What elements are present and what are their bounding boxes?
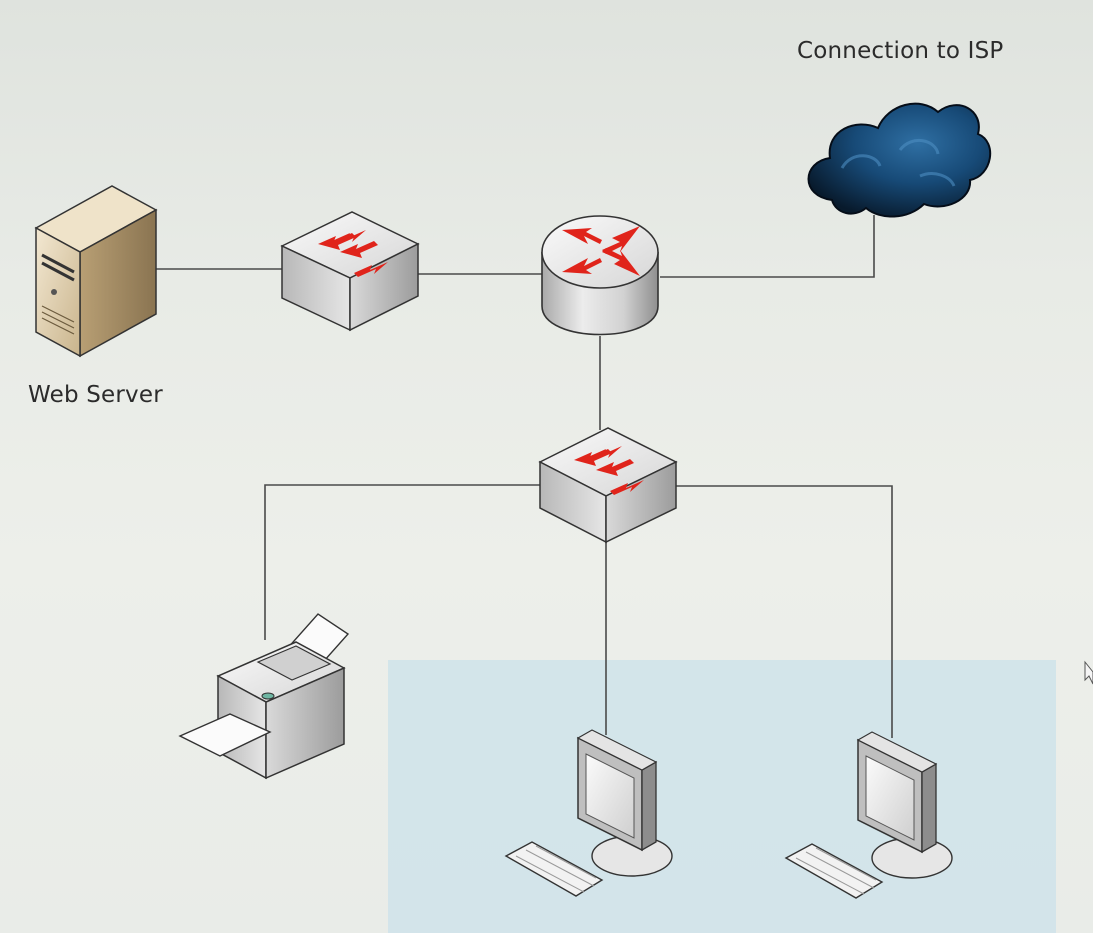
link-switch-printer: [264, 484, 540, 640]
link-switch-workstation-2: [676, 485, 893, 738]
server-icon: [34, 185, 158, 358]
switch-icon-bottom: [538, 427, 678, 544]
switch-icon-top: [280, 211, 420, 332]
printer-icon: [178, 613, 350, 780]
cloud-icon: [807, 102, 992, 218]
mouse-cursor-icon: [1084, 660, 1093, 685]
web-server-label: Web Server: [28, 382, 163, 408]
isp-connection-label: Connection to ISP: [797, 38, 1004, 64]
workstation-icon-1: [504, 729, 673, 897]
selection-highlight: [388, 660, 1056, 933]
link-router-cloud: [660, 215, 875, 278]
workstation-icon-2: [784, 731, 953, 899]
connection-lines: [156, 215, 893, 738]
router-icon: [541, 215, 659, 336]
